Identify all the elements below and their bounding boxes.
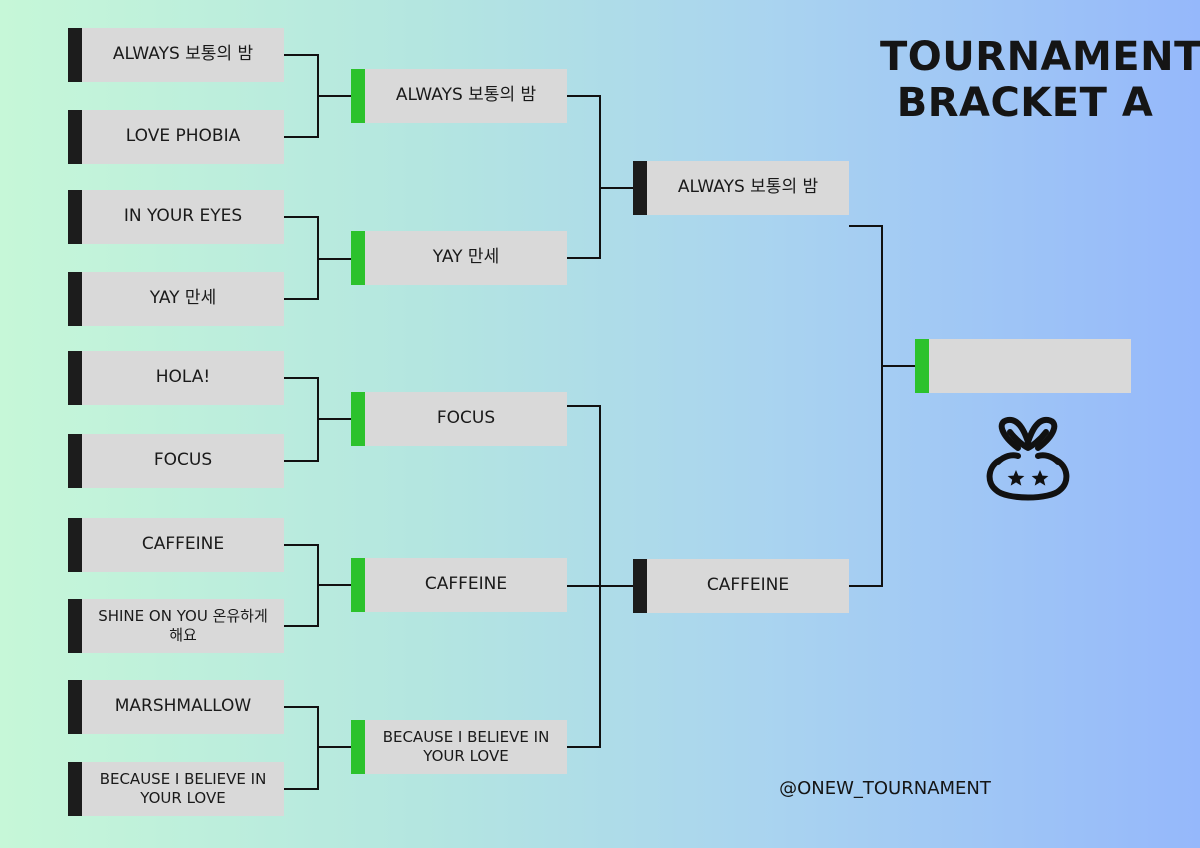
slot-marker — [68, 599, 82, 653]
connector-line — [599, 187, 633, 189]
connector-line — [849, 585, 882, 587]
round1-slot[interactable]: YAY 만세 — [82, 272, 284, 326]
slot-marker — [68, 518, 82, 572]
winner-marker — [351, 231, 365, 285]
round1-slot[interactable]: HOLA! — [82, 351, 284, 405]
connector-line — [881, 225, 883, 587]
connector-line — [567, 95, 600, 97]
slot-marker — [68, 762, 82, 816]
connector-line — [284, 298, 318, 300]
round2-slot[interactable]: BECAUSE I BELIEVE IN YOUR LOVE — [365, 720, 567, 774]
connector-line — [284, 544, 318, 546]
winner-marker — [351, 392, 365, 446]
connector-line — [317, 95, 351, 97]
winner-marker — [915, 339, 929, 393]
round1-slot[interactable]: MARSHMALLOW — [82, 680, 284, 734]
connector-line — [317, 258, 351, 260]
round1-slot[interactable]: ALWAYS 보통의 밤 — [82, 28, 284, 82]
slot-marker — [68, 351, 82, 405]
connector-line — [284, 54, 318, 56]
connector-line — [284, 136, 318, 138]
connector-line — [284, 460, 318, 462]
connector-line — [849, 225, 882, 227]
bracket-title: TOURNAMENT BRACKET A — [880, 34, 1200, 126]
connector-line — [567, 405, 600, 407]
semifinal-slot[interactable]: CAFFEINE — [647, 559, 849, 613]
connector-line — [881, 365, 915, 367]
connector-line — [284, 625, 318, 627]
slot-marker — [633, 161, 647, 215]
connector-line — [284, 377, 318, 379]
connector-line — [317, 418, 351, 420]
title-line-1: TOURNAMENT — [880, 34, 1200, 80]
round2-slot[interactable]: FOCUS — [365, 392, 567, 446]
connector-line — [567, 257, 600, 259]
connector-line — [284, 216, 318, 218]
round1-slot[interactable]: LOVE PHOBIA — [82, 110, 284, 164]
round1-slot[interactable]: SHINE ON YOU 온유하게 해요 — [82, 599, 284, 653]
connector-line — [599, 405, 601, 748]
slot-marker — [68, 434, 82, 488]
round1-slot[interactable]: FOCUS — [82, 434, 284, 488]
social-handle: @ONEW_TOURNAMENT — [779, 778, 991, 799]
round1-slot[interactable]: CAFFEINE — [82, 518, 284, 572]
round2-slot[interactable]: ALWAYS 보통의 밤 — [365, 69, 567, 123]
connector-line — [284, 788, 318, 790]
round2-slot[interactable]: CAFFEINE — [365, 558, 567, 612]
slot-marker — [68, 680, 82, 734]
connector-line — [284, 706, 318, 708]
slot-marker — [68, 190, 82, 244]
title-line-2: BRACKET A — [896, 80, 1154, 126]
connector-line — [567, 746, 600, 748]
semifinal-slot[interactable]: ALWAYS 보통의 밤 — [647, 161, 849, 215]
round1-slot[interactable]: BECAUSE I BELIEVE IN YOUR LOVE — [82, 762, 284, 816]
slot-marker — [68, 28, 82, 82]
slot-marker — [68, 272, 82, 326]
final-slot[interactable] — [929, 339, 1131, 393]
round1-slot[interactable]: IN YOUR EYES — [82, 190, 284, 244]
bunny-face-icon — [986, 416, 1070, 501]
winner-marker — [351, 720, 365, 774]
connector-line — [317, 584, 351, 586]
connector-line — [567, 585, 633, 587]
connector-line — [317, 746, 351, 748]
winner-marker — [351, 69, 365, 123]
winner-marker — [351, 558, 365, 612]
slot-marker — [633, 559, 647, 613]
slot-marker — [68, 110, 82, 164]
round2-slot[interactable]: YAY 만세 — [365, 231, 567, 285]
connector-line — [317, 706, 319, 790]
connector-line — [599, 95, 601, 259]
